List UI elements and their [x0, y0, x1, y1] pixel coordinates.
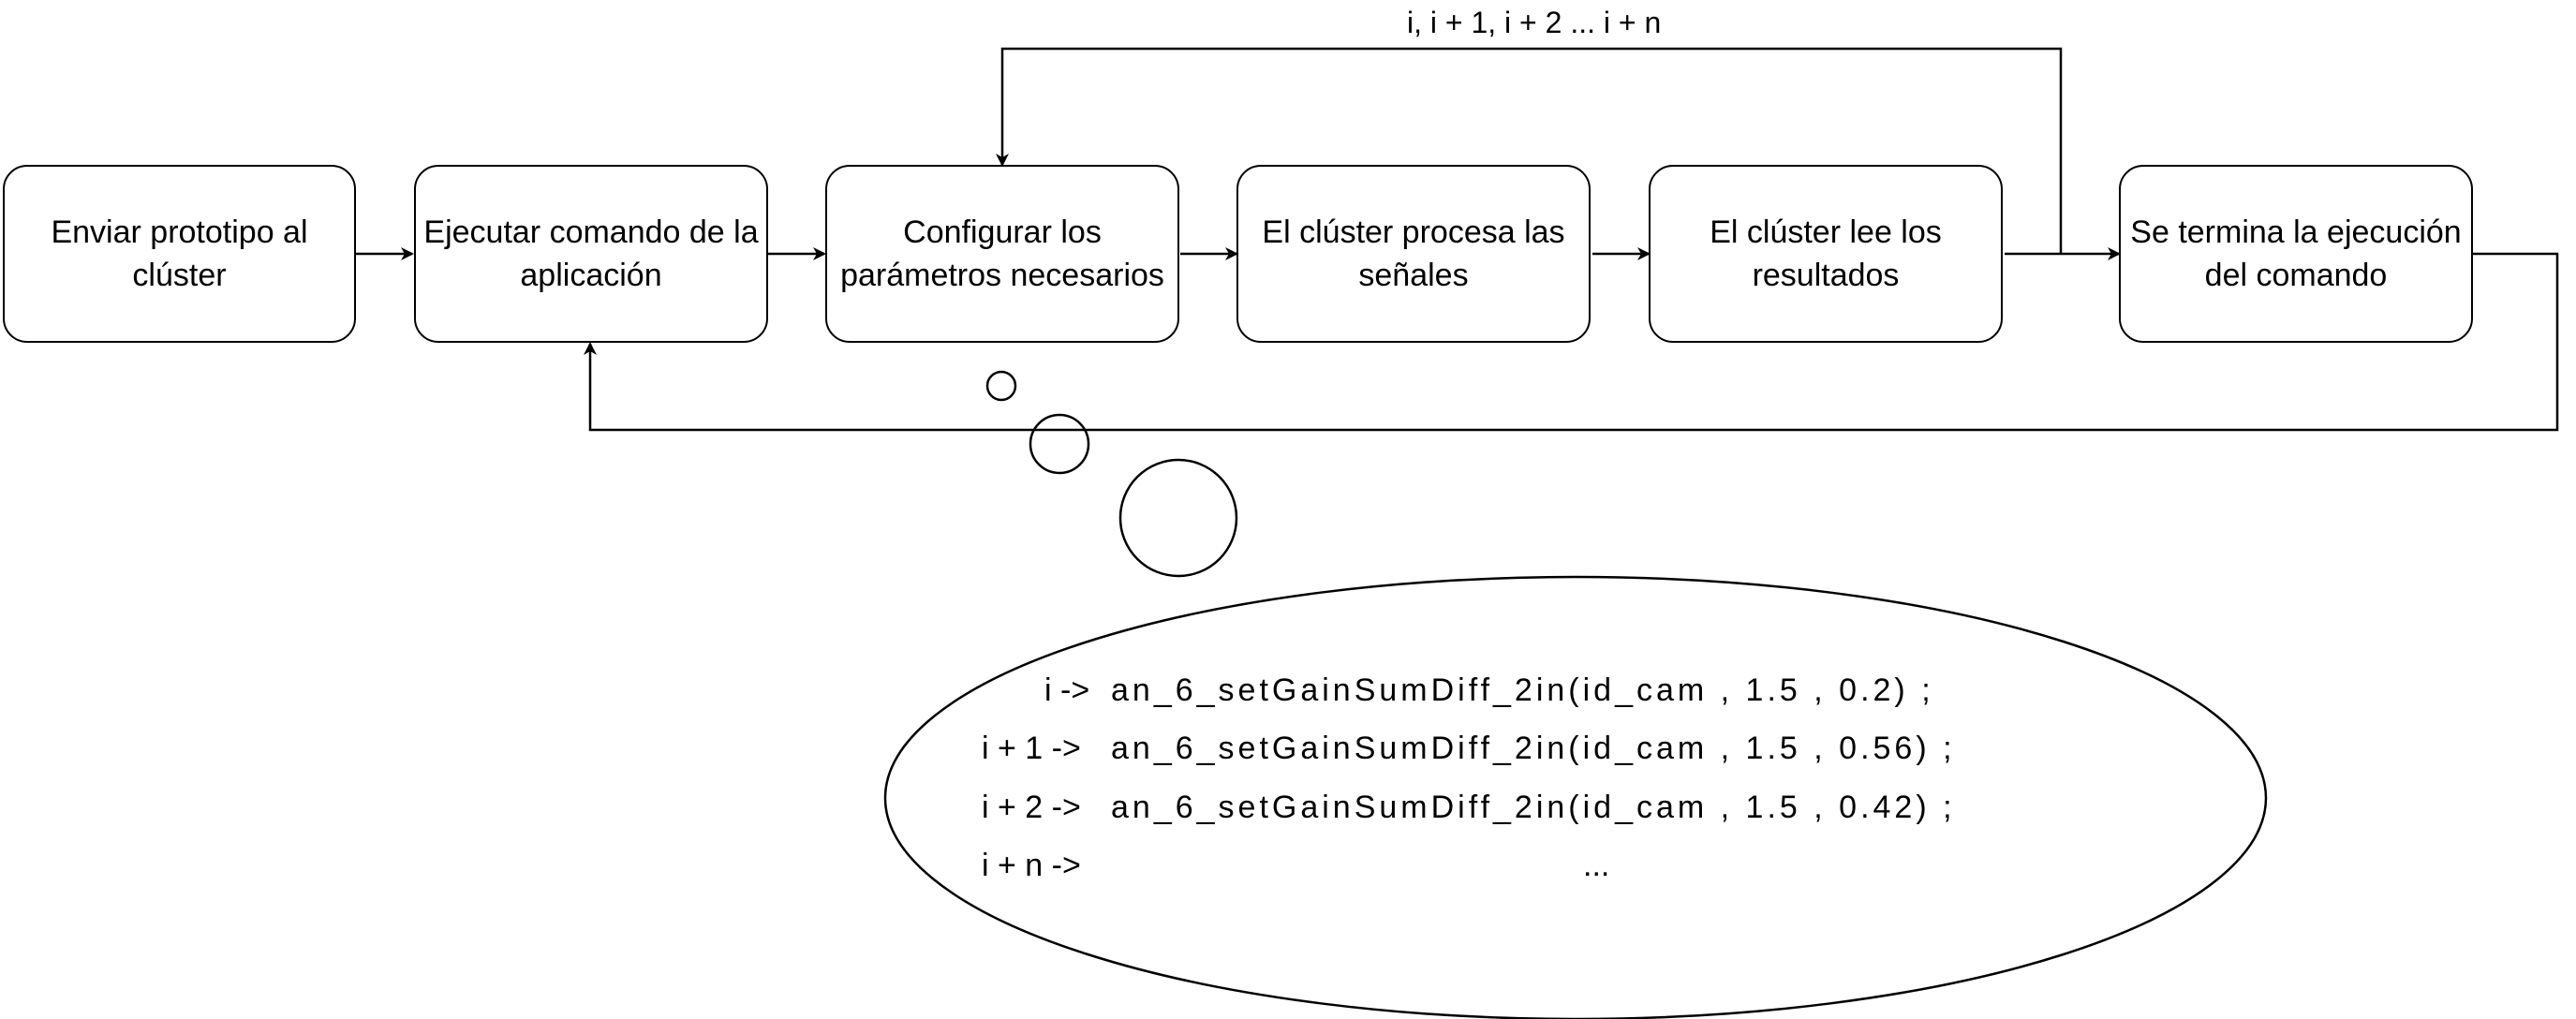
thought-bubble-dot-small: [985, 370, 1017, 402]
thought-bubble-dot-large: [1118, 458, 1238, 578]
bubble-line-3-code: an_6_setGainSumDiff_2in(id_cam , 1.5 , 0…: [1111, 790, 1956, 825]
edge-loop-n5-n3: [996, 47, 2063, 254]
node-run-command: Ejecutar comando de la aplicación: [414, 165, 768, 343]
bubble-line-2-code: an_6_setGainSumDiff_2in(id_cam , 1.5 , 0…: [1111, 731, 1956, 766]
bubble-line-1-code: an_6_setGainSumDiff_2in(id_cam , 1.5 , 0…: [1111, 672, 1934, 708]
node-cluster-reads: El clúster lee los resultados: [1649, 165, 2003, 343]
bubble-line-3-prefix: i + 2 ->: [982, 790, 1081, 825]
bubble-line-1-prefix: i ->: [1044, 672, 1090, 708]
bubble-line-2-prefix: i + 1 ->: [982, 731, 1081, 766]
node-configure-parameters: Configurar los parámetros necesarios: [825, 165, 1179, 343]
node-send-prototype: Enviar prototipo al clúster: [3, 165, 356, 343]
thought-bubble: [883, 575, 2268, 1019]
bubble-line-4-prefix: i + n ->: [982, 848, 1081, 883]
bubble-line-4-ellipsis: ...: [1583, 848, 1610, 883]
edge-loop-n6-n2: [584, 252, 2559, 432]
node-cluster-processes: El clúster procesa las señales: [1236, 165, 1591, 343]
thought-bubble-dot-medium: [1029, 413, 1090, 475]
loop-edge-label: i, i + 1, i + 2 ... i + n: [1407, 6, 1662, 39]
node-command-ends: Se termina la ejecución del comando: [2119, 165, 2473, 343]
